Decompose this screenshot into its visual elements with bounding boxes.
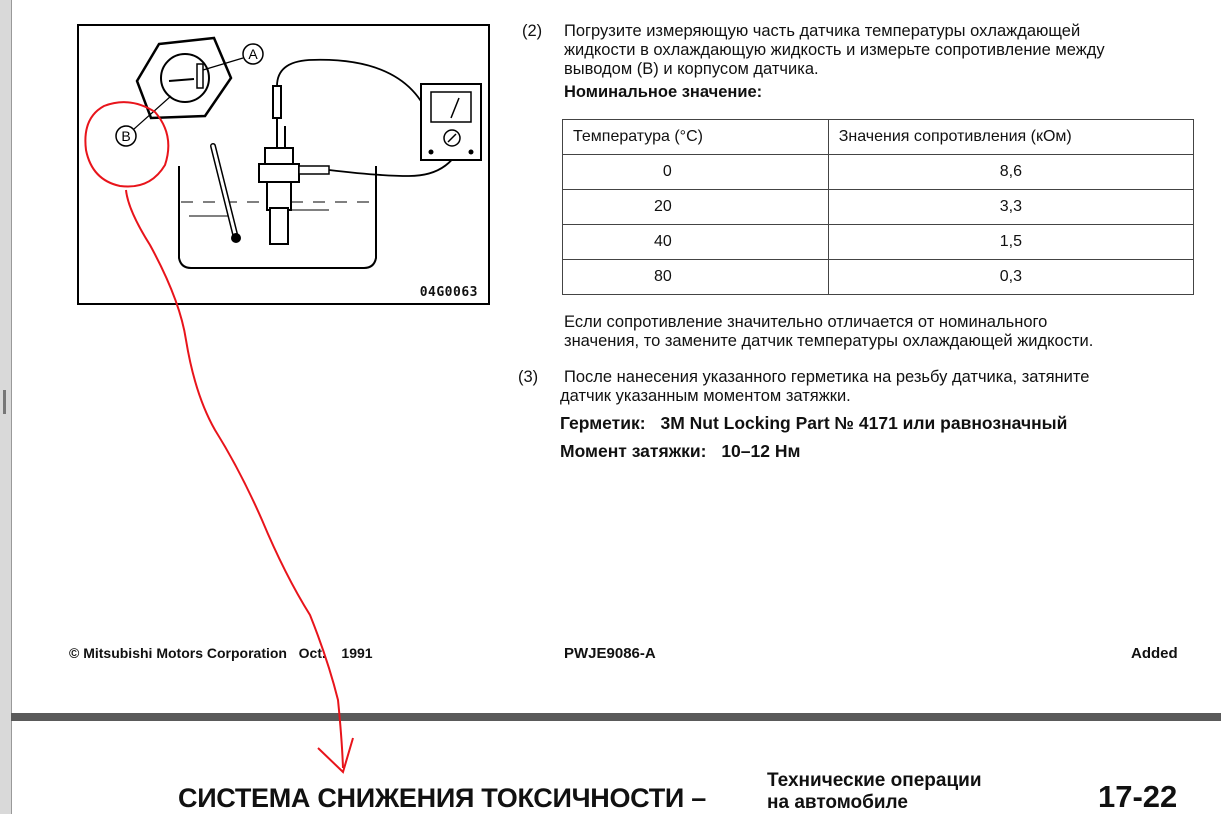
resistance-cell: 8,6: [827, 154, 1195, 190]
temperature-cell: 20: [562, 189, 829, 225]
step-2-text: Погрузите измеряющую часть датчика темпе…: [564, 22, 1204, 102]
resistance-cell: 1,5: [827, 224, 1195, 260]
table-row: 80 0,3: [562, 259, 1195, 295]
step-3-number: (3): [518, 368, 539, 386]
table-row: 20 3,3: [562, 189, 1195, 225]
step-2-number: (2): [522, 22, 543, 40]
sensor-test-figure: A B: [77, 24, 490, 305]
copyright-text: © Mitsubishi Motors Corporation Oct. 199…: [69, 645, 373, 661]
annotation-arrowhead: [317, 737, 354, 774]
temperature-cell: 0: [562, 154, 829, 190]
revision-status: Added: [1131, 645, 1178, 662]
viewer-left-edge: [0, 0, 12, 814]
replacement-note: Если сопротивление значительно отличаетс…: [564, 313, 1204, 351]
table-row: 40 1,5: [562, 224, 1195, 260]
nominal-heading: Номинальное значение:: [564, 83, 763, 101]
sealant-label: Герметик:: [560, 413, 646, 433]
sensor-diagram: A B: [115, 36, 482, 269]
step-3-text: После нанесения указанного герметика на …: [560, 368, 1204, 406]
step-2: (2): [522, 22, 542, 41]
step-3-line-2: датчик указанным моментом затяжки.: [560, 387, 851, 405]
step-3: (3): [518, 368, 538, 387]
step-2-line-1: Погрузите измеряющую часть датчика темпе…: [564, 22, 1081, 40]
resistance-cell: 3,3: [827, 189, 1195, 225]
table-header-row: Температура (°C) Значения сопротивления …: [562, 119, 1195, 155]
document-code: PWJE9086-A: [564, 645, 656, 662]
label-b: B: [121, 128, 130, 144]
note-line-2: значения, то замените датчик температуры…: [564, 332, 1094, 350]
step-2-line-3: выводом (В) и корпусом датчика.: [564, 60, 819, 78]
sealant-spec: Герметик: 3M Nut Locking Part № 4171 или…: [560, 414, 1067, 433]
label-a: A: [248, 46, 258, 62]
chapter-subtitle-line-1: Технические операции: [767, 770, 982, 791]
resistance-cell: 0,3: [827, 259, 1195, 295]
chapter-title: СИСТЕМА СНИЖЕНИЯ ТОКСИЧНОСТИ –: [178, 783, 706, 813]
torque-label: Момент затяжки:: [560, 441, 707, 461]
page-number: 17-22: [1098, 779, 1178, 814]
column-header-resistance: Значения сопротивления (кОм): [827, 119, 1195, 155]
chapter-subtitle-line-2: на автомобиле: [767, 792, 908, 813]
chapter-subtitle: Технические операции на автомобиле: [767, 770, 982, 814]
step-3-line-1: После нанесения указанного герметика на …: [564, 368, 1090, 386]
temperature-cell: 40: [562, 224, 829, 260]
note-line-1: Если сопротивление значительно отличаетс…: [564, 313, 1048, 331]
step-2-line-2: жидкости в охлаждающую жидкость и измерь…: [564, 41, 1105, 59]
resistance-table: Температура (°C) Значения сопротивления …: [562, 119, 1195, 295]
page-divider: [11, 713, 1221, 721]
torque-spec: Момент затяжки: 10–12 Нм: [560, 442, 800, 461]
sealant-value: 3M Nut Locking Part № 4171 или равнознач…: [660, 413, 1068, 433]
figure-code: 04G0063: [419, 285, 478, 300]
temperature-cell: 80: [562, 259, 829, 295]
torque-value: 10–12 Нм: [721, 441, 801, 461]
column-header-temperature: Температура (°C): [562, 119, 829, 155]
table-row: 0 8,6: [562, 154, 1195, 190]
